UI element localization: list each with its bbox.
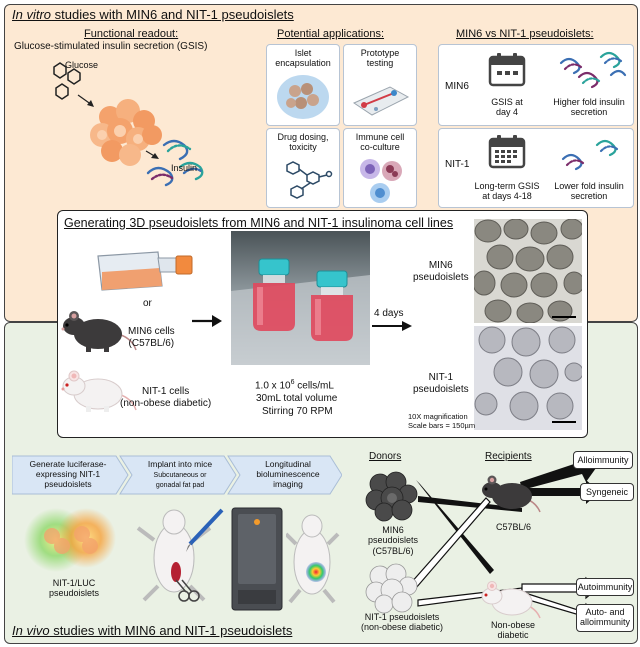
white-mouse-icon: [61, 370, 137, 412]
calendar-icon: [488, 53, 526, 87]
insulin-icon: [559, 51, 627, 89]
min6-row-label: MIN6: [445, 81, 469, 92]
donors-title: Donors: [369, 451, 402, 462]
imaged-mouse-icon: [286, 514, 340, 604]
cell-density: 1.0 x 106 cells/mL: [255, 379, 334, 392]
workflow-steps: [12, 455, 342, 495]
culture-flask-icon: [97, 251, 193, 291]
arrow-right-icon: [192, 315, 222, 327]
nod-recipient-mouse-icon: [481, 581, 541, 619]
nit1-micrograph: [474, 326, 582, 430]
gsis-illustration: [53, 62, 204, 187]
in-vitro-title: In vitro studies with MIN6 and NIT-1 pse…: [12, 7, 294, 22]
stirring-speed: Stirring 70 RPM: [262, 406, 333, 417]
immune-cells-icon: [360, 159, 402, 203]
or-label: or: [143, 298, 152, 309]
molecule-icon: [286, 161, 333, 199]
recipients-title: Recipients: [485, 451, 532, 462]
comparison-title: MIN6 vs NIT-1 pseudoislets:: [456, 28, 594, 40]
encapsulated-islet-icon: [277, 75, 329, 119]
min6-cells-label: MIN6 cells(C57BL/6): [128, 326, 175, 349]
readout-description: Glucose-stimulated insulin secretion (GS…: [14, 41, 208, 52]
min6-micrograph: [474, 219, 582, 323]
nit1-donor-pseudoislet-icon: [365, 563, 418, 614]
c57-recipient-label: C57BL/6: [496, 522, 532, 532]
outcome-syngeneic: Syngeneic: [580, 483, 634, 501]
generation-title: Generating 3D pseudoislets from MIN6 and…: [64, 216, 454, 230]
total-volume: 30mL total volume: [256, 393, 338, 404]
implant-mouse-icon: [136, 508, 224, 602]
outcome-alloimmunity: Alloimmunity: [573, 451, 633, 469]
insulin-icon: [561, 139, 619, 171]
microfluidic-chip-icon: [352, 86, 410, 116]
black-mouse-icon: [61, 311, 137, 352]
glucose-label: Glucose: [65, 60, 99, 70]
nit1-cells-label: NIT-1 cells(non-obese diabetic): [120, 386, 212, 409]
in-vivo-title: In vivo studies with MIN6 and NIT-1 pseu…: [12, 623, 293, 638]
c57-recipient-mouse-icon: [482, 475, 541, 513]
insulin-icon: [146, 139, 204, 187]
luciferase-pseudoislets-icon: [24, 508, 116, 572]
arrow-right-icon: [372, 321, 412, 331]
calendar-icon: [488, 135, 526, 169]
spinner-flasks-photo: [231, 231, 370, 365]
beta-cell-cluster-icon: [90, 99, 162, 166]
duration-label: 4 days: [374, 308, 404, 319]
insulin-label: Insulin: [171, 163, 198, 173]
nit1-donor-label: NIT-1 pseudoislets(non-obese diabetic): [361, 612, 444, 633]
readout-title: Functional readout:: [84, 28, 179, 40]
application-drug-dosing: Drug dosing,toxicity: [266, 128, 340, 208]
glucose-icon: [53, 62, 81, 100]
min6-donor-pseudoislet-icon: [365, 471, 418, 522]
ivis-imager-icon: [231, 507, 283, 611]
applications-title: Potential applications:: [277, 28, 385, 40]
outcome-autoimmunity: Autoimmunity: [576, 578, 634, 596]
nit1-row-label: NIT-1: [445, 159, 470, 170]
